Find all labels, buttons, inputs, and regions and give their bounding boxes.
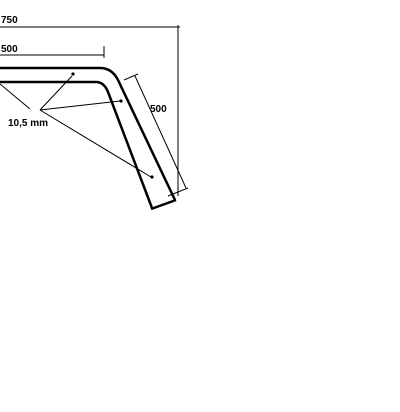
hole-leaders: 10,5 mm — [0, 75, 152, 178]
bent-bar — [0, 66, 177, 211]
angled-extension-top — [123, 73, 139, 81]
bar-outer-edge — [0, 66, 177, 201]
angled-length-label: 500 — [150, 104, 167, 115]
straight-length-label: 500 — [1, 44, 18, 55]
leader-line — [0, 83, 31, 110]
angled-dimension-line — [134, 75, 187, 189]
leader-line — [39, 109, 152, 178]
bar-end-cap — [150, 198, 177, 211]
hole-marker — [119, 99, 123, 103]
hole-marker — [71, 72, 75, 76]
straight-dimension: 500 — [0, 44, 105, 58]
bar-inner-edge — [0, 80, 154, 209]
hole-diameter-label: 10,5 mm — [8, 118, 48, 129]
leader-line — [39, 75, 73, 111]
leader-line — [39, 100, 121, 111]
hole-marker — [150, 175, 154, 179]
overall-dimension: 750 — [0, 15, 180, 196]
mounting-holes — [71, 72, 154, 179]
overall-length-label: 750 — [1, 15, 18, 26]
